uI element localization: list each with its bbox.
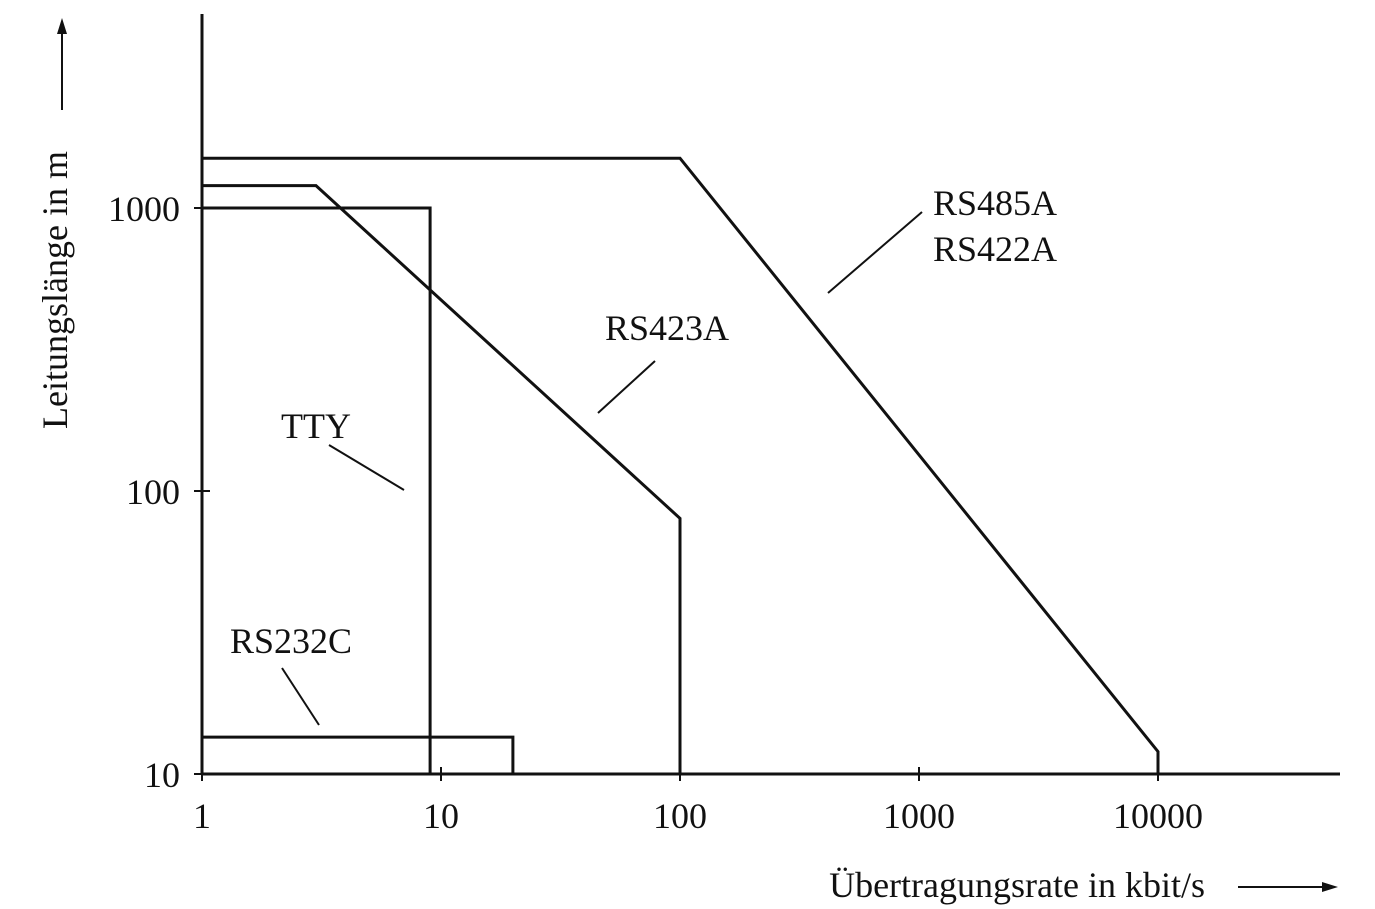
series-label-2-line-0: TTY <box>281 406 351 446</box>
y-axis-title: Leitungslänge in m <box>35 151 75 429</box>
x-tick-label-2: 100 <box>653 796 707 836</box>
y-axis-arrow-icon <box>57 18 67 110</box>
series-label-leader-0 <box>827 211 923 294</box>
series-label-leader-1 <box>597 360 656 414</box>
x-tick-label-4: 10000 <box>1113 796 1203 836</box>
x-axis-title: Übertragungsrate in kbit/s <box>829 865 1205 905</box>
series-label-leaders <box>281 211 923 726</box>
series-line-1 <box>202 184 682 774</box>
series-label-leader-3 <box>281 667 320 726</box>
x-tick-label-0: 1 <box>193 796 211 836</box>
axis-ticks: 1 10 100 1000 10000 10 100 1000 <box>108 189 1203 836</box>
series-line-0 <box>202 156 1160 774</box>
y-tick-label-1: 100 <box>126 472 180 512</box>
series-label-0-line-1: RS422A <box>933 229 1057 269</box>
y-tick-label-0: 10 <box>144 755 180 795</box>
series-labels: RS485A RS422A RS423A TTY RS232C <box>230 183 1057 661</box>
series-line-3 <box>202 735 515 774</box>
series-layer <box>202 156 1160 774</box>
series-line-2 <box>202 206 432 774</box>
x-axis-arrow-icon <box>1238 882 1338 892</box>
series-label-1-line-0: RS423A <box>605 308 729 348</box>
series-label-leader-2 <box>328 444 405 491</box>
series-label-0-line-0: RS485A <box>933 183 1057 223</box>
series-label-3-line-0: RS232C <box>230 621 352 661</box>
x-tick-label-1: 10 <box>423 796 459 836</box>
x-tick-label-3: 1000 <box>883 796 955 836</box>
y-tick-label-2: 1000 <box>108 189 180 229</box>
